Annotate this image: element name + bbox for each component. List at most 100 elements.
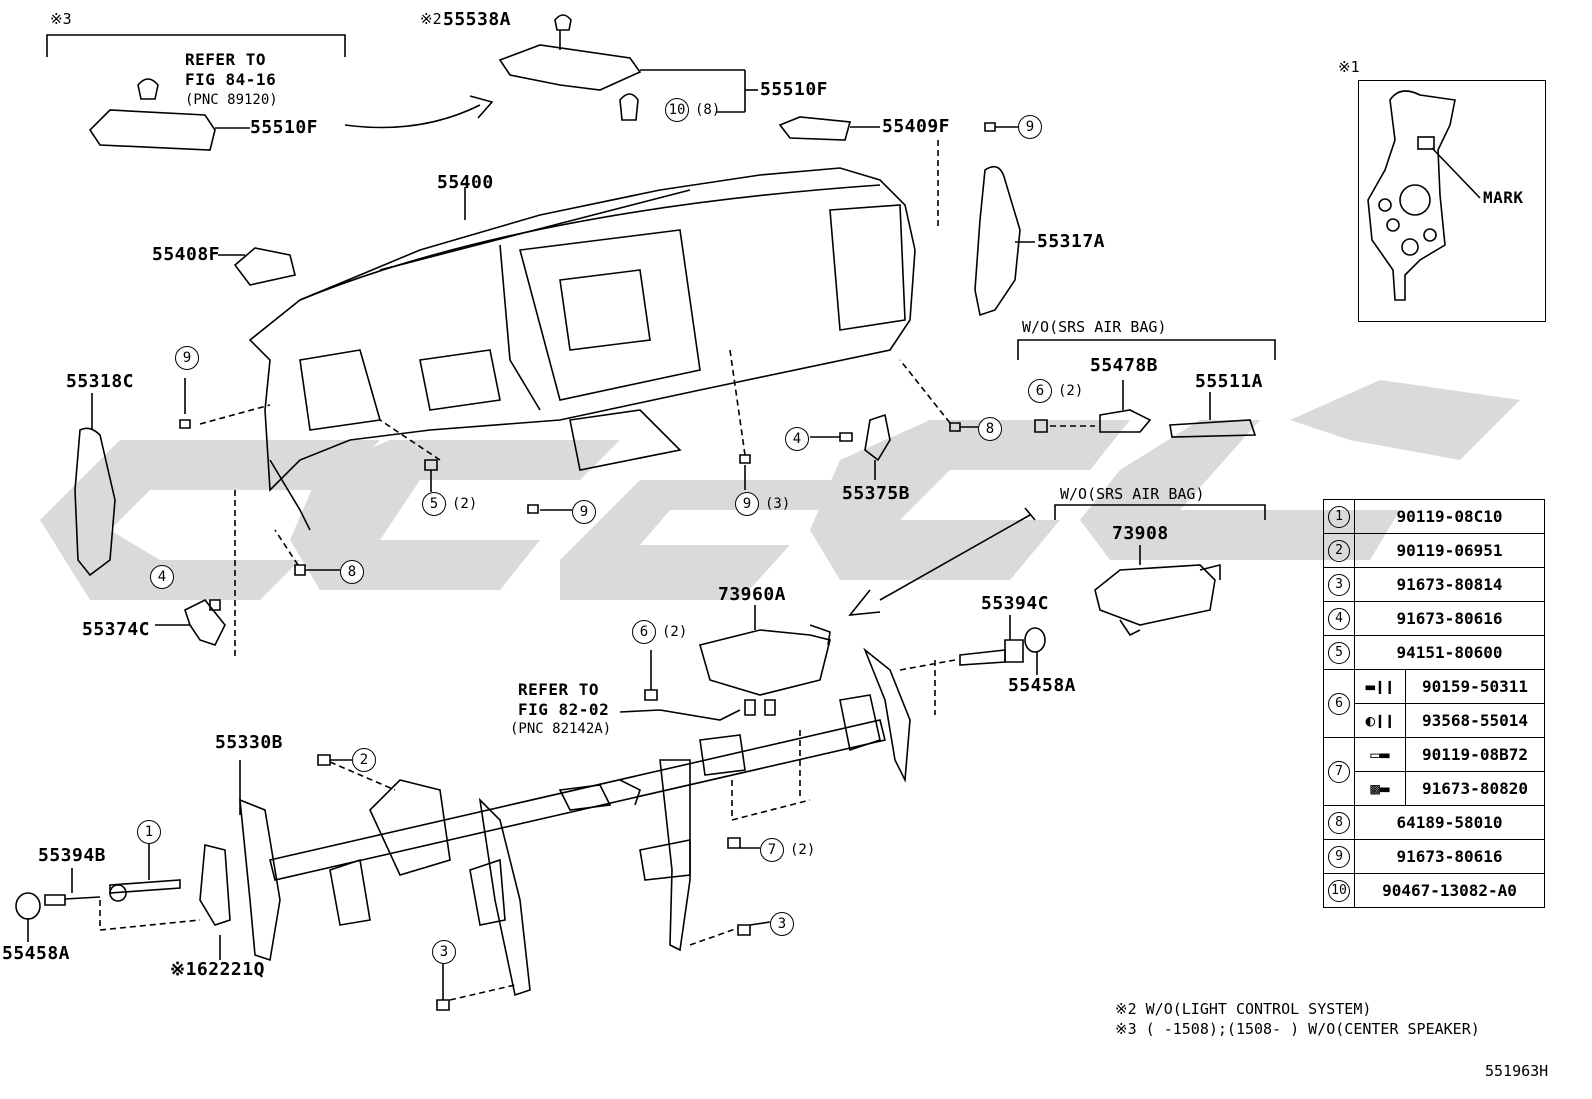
legend-num-5: 5 — [1328, 642, 1350, 664]
legend-row-6a: 6▬❙❙90159-50311 — [1323, 669, 1545, 738]
callout-8-right: 8 — [978, 417, 1002, 441]
legend-part-6a: 90159-50311 — [1405, 669, 1545, 704]
refer84-line3: (PNC 89120) — [185, 92, 278, 108]
screw-icon: ◐❙❙ — [1354, 703, 1406, 738]
legend-part-7b: 91673-80820 — [1405, 771, 1545, 806]
callout-3-right: 3 — [770, 912, 794, 936]
part-73960a: 73960A — [718, 584, 787, 605]
mark3-label: ※3 — [50, 10, 72, 28]
legend-num-4: 4 — [1328, 608, 1350, 630]
callout-9-center: 9 — [735, 492, 759, 516]
reinforcement-beam — [269, 719, 886, 881]
refer82-line2: FIG 82-02 — [518, 700, 610, 719]
refer84-line1: REFER TO — [185, 50, 267, 69]
part-55510f-top: 55510F — [760, 79, 829, 100]
legend-num-7: 7 — [1328, 761, 1350, 783]
flow-arrow — [344, 104, 481, 129]
legend-part-9: 91673-80616 — [1354, 839, 1545, 874]
callout-2: 2 — [352, 748, 376, 772]
callout-1: 1 — [137, 820, 161, 844]
refer82-line3: (PNC 82142A) — [510, 721, 612, 737]
cover-55510f-left — [88, 109, 216, 151]
callout-5: 5 — [422, 492, 446, 516]
legend-part-7a: 90119-08B72 — [1405, 737, 1545, 772]
legend-num-6: 6 — [1328, 693, 1350, 715]
legend-num-3: 3 — [1328, 574, 1350, 596]
callout-9-top: 9 — [1018, 115, 1042, 139]
callout-6-center: 6 — [632, 620, 656, 644]
mark-figure-frame — [1358, 80, 1546, 322]
part-73908: 73908 — [1112, 523, 1169, 544]
part-55408f: 55408F — [152, 244, 221, 265]
legend-num-2: 2 — [1328, 540, 1350, 562]
screw-icon: ▬❙❙ — [1354, 669, 1406, 704]
wo-srs-label-2: W/O(SRS AIR BAG) — [1060, 485, 1205, 503]
mark1-label: ※1 — [1338, 58, 1360, 76]
refer84-line2: FIG 84-16 — [185, 70, 277, 89]
flow-arrow-2 — [879, 514, 1031, 601]
cover-55510f-top — [498, 44, 642, 91]
airbag-73960a — [699, 629, 831, 696]
callout-7: 7 — [760, 838, 784, 862]
qty-10: (8) — [695, 102, 721, 118]
legend-part-5: 94151-80600 — [1354, 635, 1545, 670]
part-55510f-left: 55510F — [250, 117, 319, 138]
part-55409f: 55409F — [882, 116, 951, 137]
part-55374c: 55374C — [82, 619, 151, 640]
legend-part-4: 91673-80616 — [1354, 601, 1545, 636]
mark2-prefix: ※2 — [420, 10, 442, 28]
mark-bracket-figure — [1367, 90, 1456, 301]
part-55330b: 55330B — [215, 732, 284, 753]
callout-10: 10 — [665, 98, 689, 122]
refer82-line1: REFER TO — [518, 680, 600, 699]
side-panel-55318c — [74, 427, 116, 577]
callout-3-left: 3 — [432, 940, 456, 964]
legend-row-7b: ▩▬91673-80820 — [1324, 771, 1545, 806]
legend-part-2: 90119-06951 — [1354, 533, 1545, 568]
part-55478b: 55478B — [1090, 355, 1159, 376]
part-55318c: 55318C — [66, 371, 135, 392]
wo-srs-label-1: W/O(SRS AIR BAG) — [1022, 318, 1167, 336]
part-55458a-left: 55458A — [2, 943, 71, 964]
legend-num-8: 8 — [1328, 812, 1350, 834]
footnote-mark3: ※3 ( -1508);(1508- ) W/O(CENTER SPEAKER) — [1115, 1020, 1480, 1038]
footnote-mark2: ※2 W/O(LIGHT CONTROL SYSTEM) — [1115, 1000, 1372, 1018]
part-55394c: 55394C — [981, 593, 1050, 614]
part-55511a: 55511A — [1195, 371, 1264, 392]
callout-6-right: 6 — [1028, 379, 1052, 403]
legend-row-7a: 7▭▬90119-08B72 — [1323, 737, 1545, 806]
part-55317a: 55317A — [1037, 231, 1106, 252]
qty-5: (2) — [452, 496, 478, 512]
qty-6-center: (2) — [662, 624, 688, 640]
part-55458a-right: 55458A — [1008, 675, 1077, 696]
legend-num-10: 10 — [1328, 880, 1350, 902]
callout-9-left: 9 — [175, 346, 199, 370]
side-panel-55317a — [974, 165, 1021, 317]
qty-9-center: (3) — [765, 496, 791, 512]
qty-6-right: (2) — [1058, 383, 1084, 399]
diagram-code: 551963H — [1485, 1062, 1549, 1080]
watermark-logo — [40, 380, 1520, 600]
legend-num-1: 1 — [1328, 506, 1350, 528]
instrument-panel-55400 — [248, 167, 916, 492]
part-162221q: ※162221Q — [170, 959, 265, 980]
callout-4-left: 4 — [150, 565, 174, 589]
callout-8-left: 8 — [340, 560, 364, 584]
callout-9-mid: 9 — [572, 500, 596, 524]
legend-part-10: 90467-13082-A0 — [1354, 873, 1545, 908]
legend-num-9: 9 — [1328, 846, 1350, 868]
bracket-55375b — [864, 413, 891, 462]
legend-part-1: 90119-08C10 — [1354, 499, 1545, 534]
airbag-73908 — [1094, 564, 1216, 626]
bolt-icon: ▩▬ — [1354, 771, 1406, 806]
legend-row-6b: ◐❙❙93568-55014 — [1324, 703, 1545, 738]
